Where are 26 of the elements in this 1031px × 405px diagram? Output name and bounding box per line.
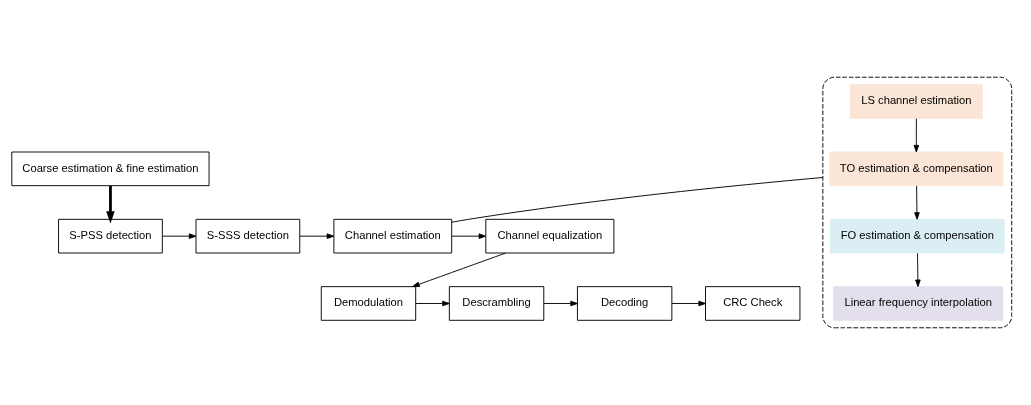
arrow (299, 233, 335, 239)
arrow (914, 185, 920, 220)
arrow (671, 300, 706, 307)
node-box: FO estimation & compensation (829, 218, 1005, 254)
arrow (415, 300, 450, 307)
node-box: Channel equalization (485, 218, 615, 254)
arrow (162, 233, 197, 239)
arrow (106, 185, 115, 224)
node-box: Linear frequency interpolation (833, 286, 1004, 321)
node-box: S-PSS detection (58, 218, 163, 254)
node-box: Demodulation (320, 286, 417, 321)
arrow (451, 233, 487, 239)
arrow (913, 118, 920, 153)
cluster (822, 76, 1013, 329)
node-box: LS channel estimation (849, 84, 983, 119)
node-box: S-SSS detection (195, 218, 301, 254)
arrow (915, 252, 921, 287)
node-box: TO estimation & compensation (829, 151, 1004, 187)
node-box: Channel estimation (333, 218, 453, 254)
node-box: CRC Check (705, 286, 801, 321)
node-box: Decoding (576, 286, 673, 321)
arrow (412, 252, 506, 288)
node-box: Descrambling (448, 286, 545, 321)
node-box: Coarse estimation & fine estimation (11, 151, 210, 187)
connector (451, 177, 824, 223)
arrow (543, 300, 578, 307)
